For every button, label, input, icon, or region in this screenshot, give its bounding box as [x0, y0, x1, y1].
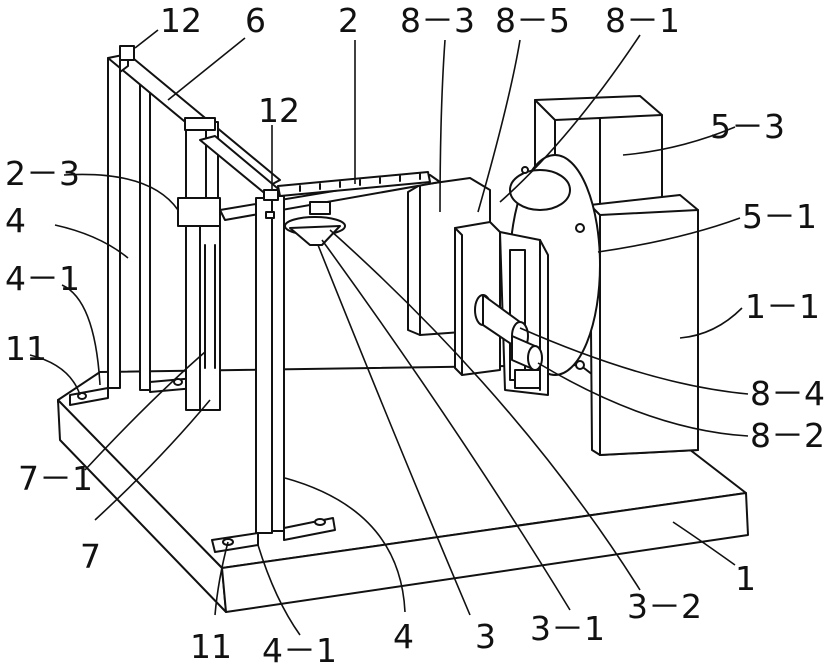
- label-7: 7: [80, 537, 101, 576]
- label-4-1-bottom: 4－1: [262, 631, 337, 670]
- label-2: 2: [338, 1, 359, 40]
- label-3-2: 3－2: [627, 587, 702, 626]
- label-8-5: 8－5: [495, 1, 570, 40]
- label-6: 6: [245, 1, 266, 40]
- label-11-bottom: 11: [190, 627, 232, 666]
- label-4-top: 4: [5, 201, 26, 240]
- label-4-1-left: 4－1: [5, 259, 80, 298]
- label-1-1: 1－1: [745, 287, 820, 326]
- label-7-1: 7－1: [18, 459, 93, 498]
- label-2-3: 2－3: [5, 154, 80, 193]
- label-8-3: 8－3: [400, 1, 475, 40]
- label-12-mid: 12: [258, 91, 300, 130]
- label-8-1: 8－1: [605, 1, 680, 40]
- label-8-2: 8－2: [750, 416, 825, 455]
- label-12-left: 12: [160, 1, 202, 40]
- left-frame: [70, 46, 280, 405]
- label-4-bottom: 4: [393, 617, 414, 656]
- label-1: 1: [735, 559, 756, 598]
- label-3-1: 3－1: [530, 609, 605, 648]
- label-5-3: 5－3: [710, 107, 785, 146]
- label-5-1: 5－1: [742, 197, 817, 236]
- front-frame: [178, 118, 220, 410]
- label-3: 3: [475, 617, 496, 656]
- label-11-left: 11: [5, 329, 47, 368]
- label-8-4: 8－4: [750, 374, 825, 413]
